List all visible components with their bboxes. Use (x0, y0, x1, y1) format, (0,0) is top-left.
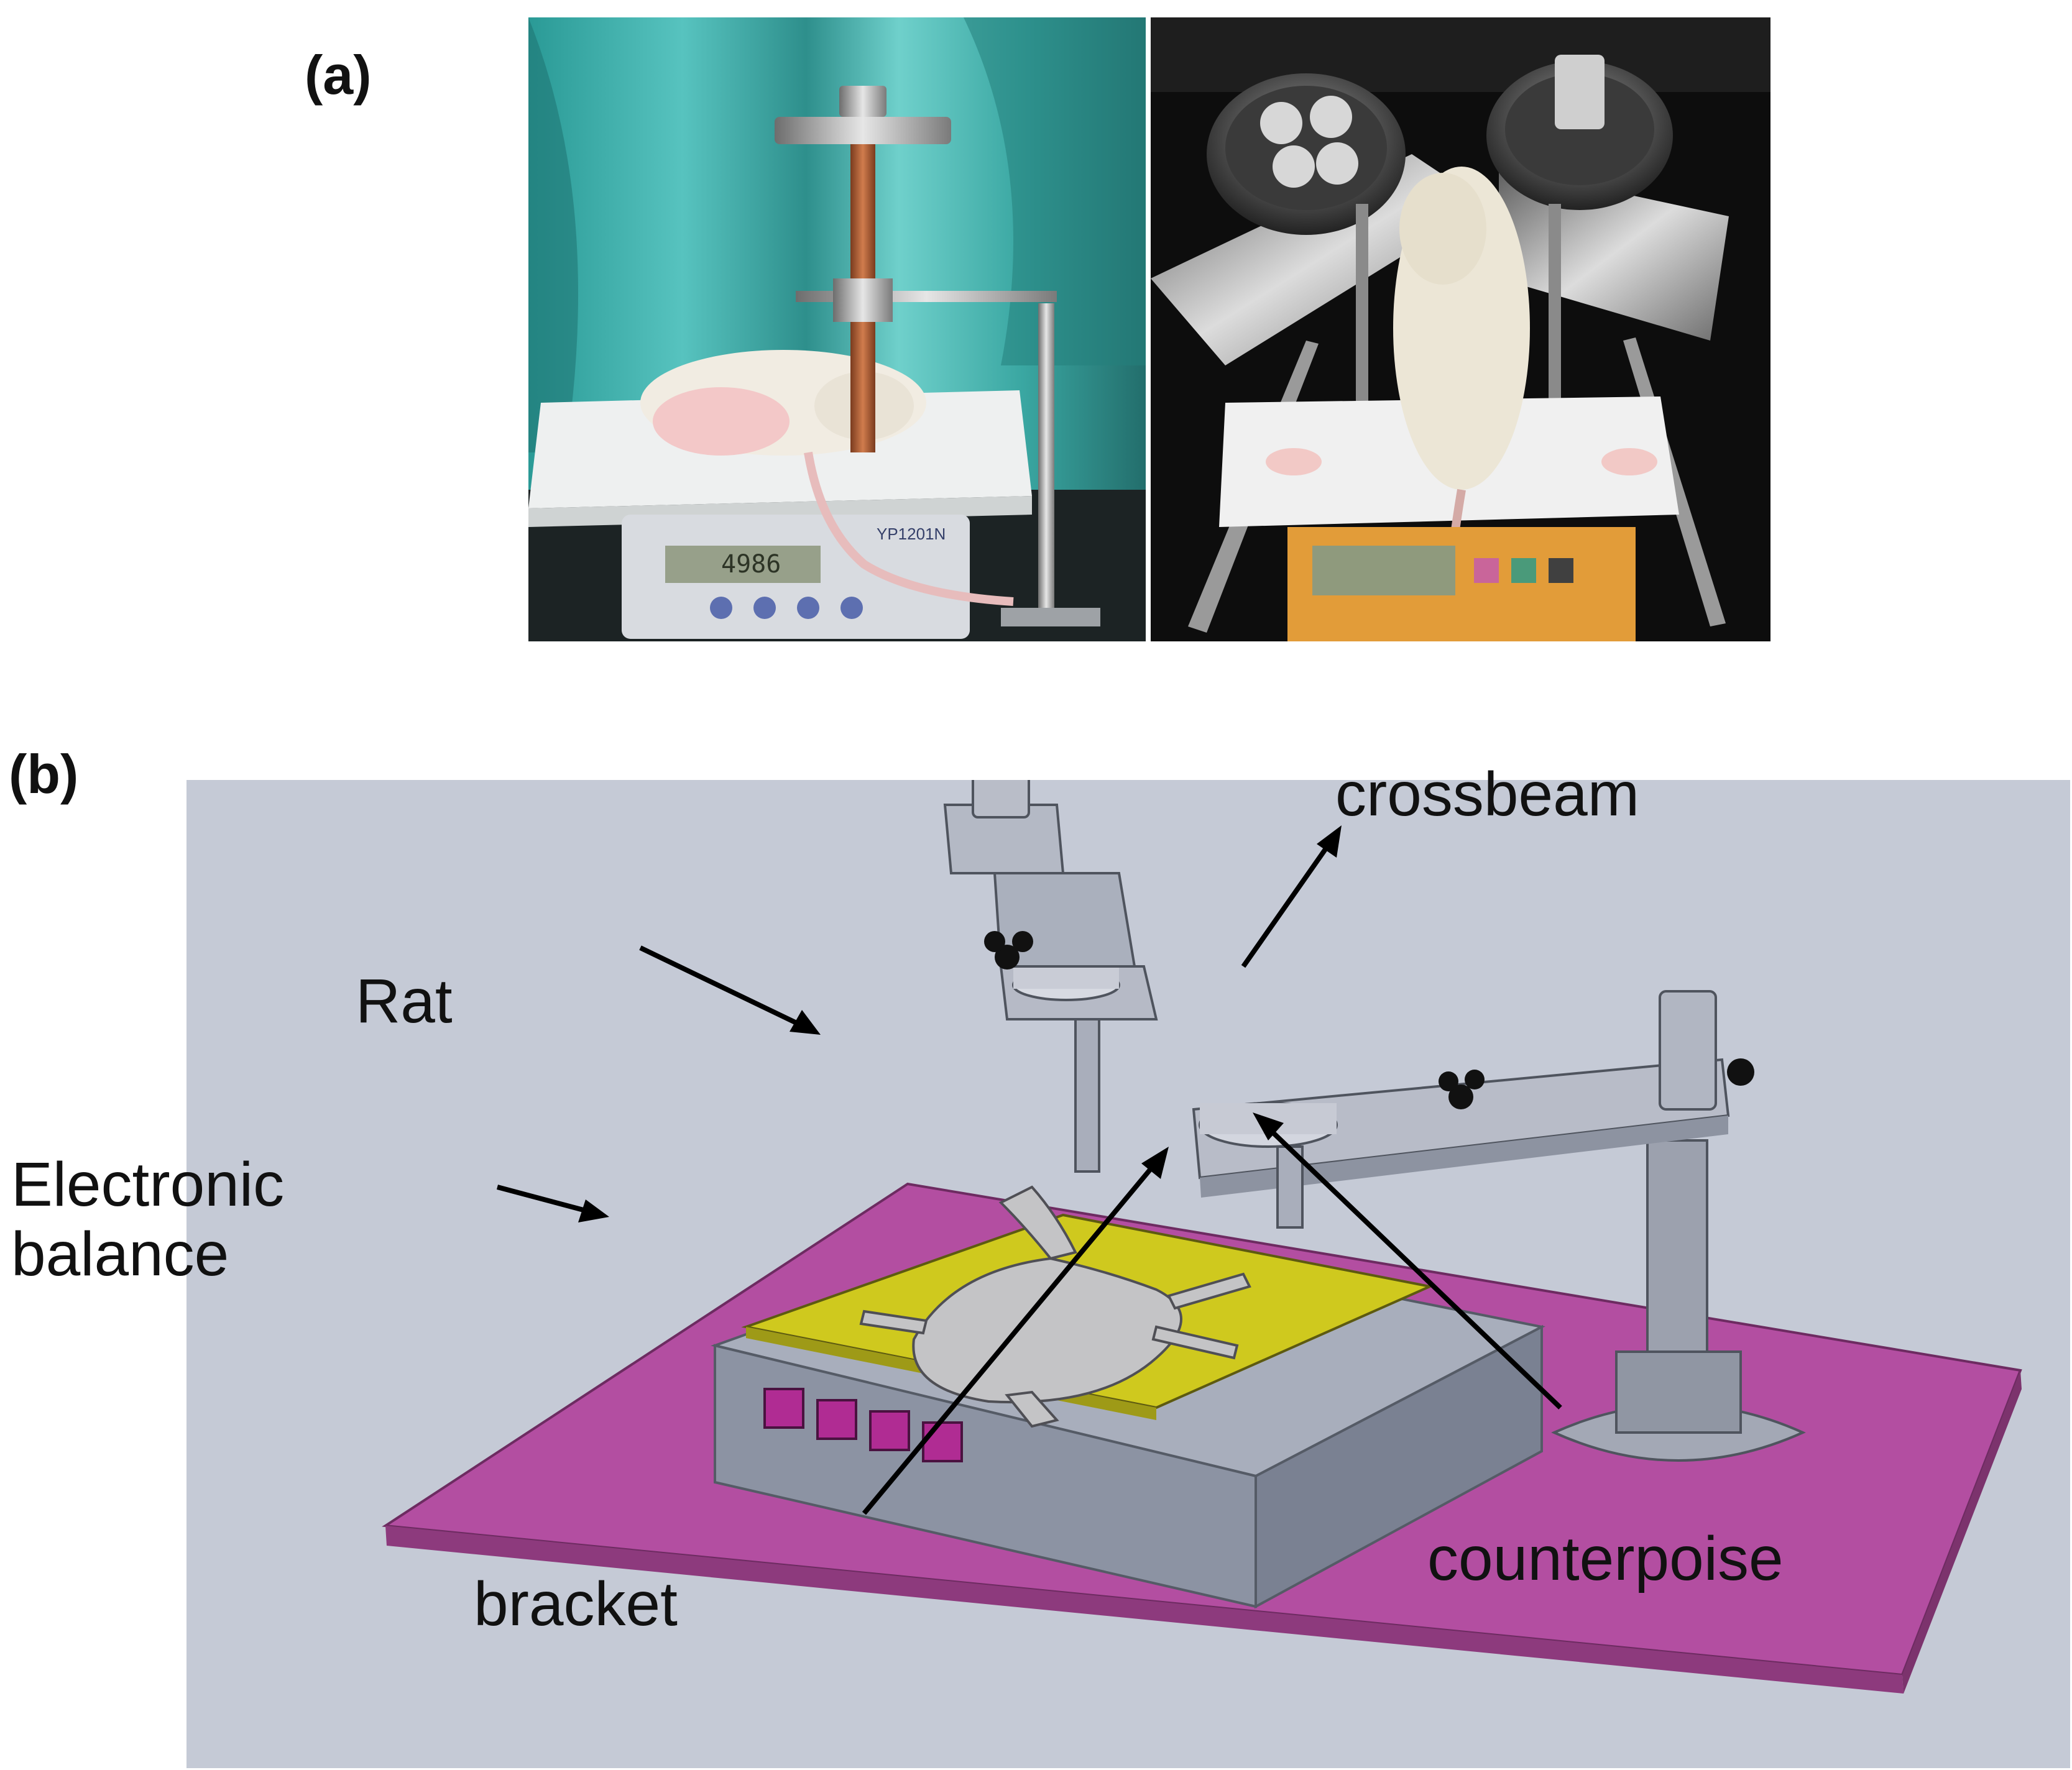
scale-model: YP1201N (877, 525, 946, 543)
photo-rat-dual-rods (1151, 17, 1770, 641)
callout-arrows (496, 825, 1562, 1515)
label-bracket: bracket (474, 1569, 678, 1639)
crossbeam-assembly (1192, 990, 1806, 1462)
cad-diagram (186, 780, 2070, 1768)
label-counterpoise: counterpoise (1427, 1524, 1784, 1593)
rat-model (859, 1185, 1251, 1428)
photo-rat-scale-front: 4986 YP1201N (528, 17, 1146, 641)
label-electronic-balance: Electronic balance (11, 1150, 285, 1289)
bracket-assembly (943, 780, 1158, 1173)
label-rat: Rat (356, 966, 453, 1036)
panel-b-label: (b) (9, 743, 79, 805)
label-crossbeam: crossbeam (1335, 759, 1640, 829)
scale-reading: 4986 (721, 550, 781, 579)
panel-a-label: (a) (305, 44, 372, 106)
